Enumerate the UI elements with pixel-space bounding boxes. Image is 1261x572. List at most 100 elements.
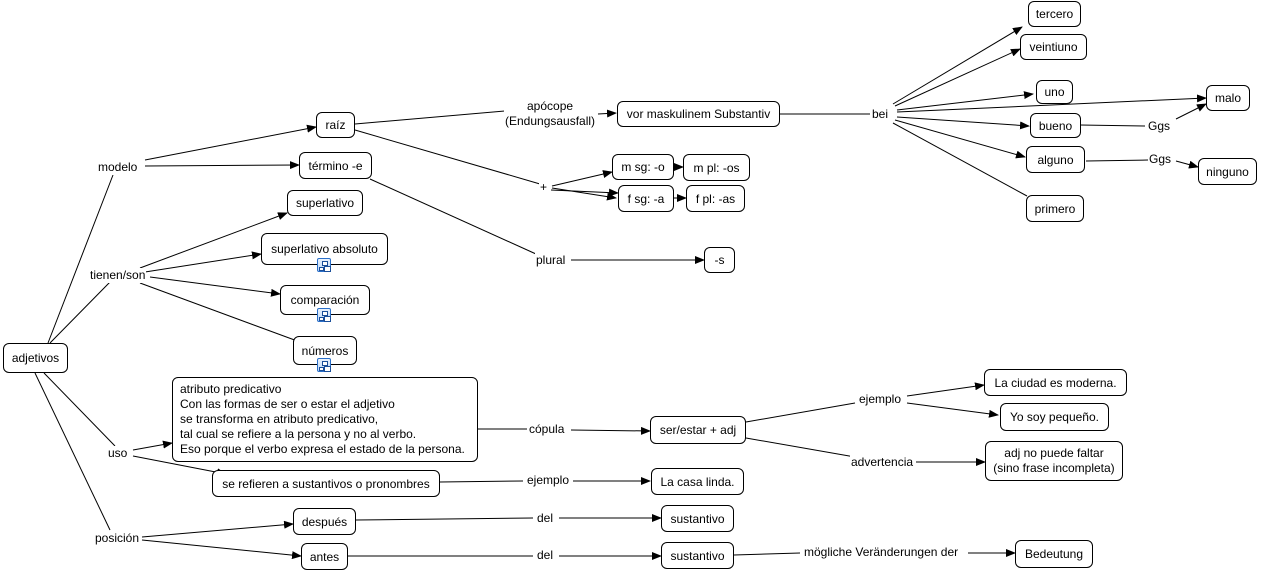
concept-alguno[interactable]: alguno <box>1026 146 1085 173</box>
edge <box>745 437 856 458</box>
edge <box>369 178 537 255</box>
edge <box>149 276 281 297</box>
concept-uno[interactable]: uno <box>1036 80 1073 104</box>
concept-atributo-predicativo[interactable]: atributo predicativo Con las formas de s… <box>172 377 478 462</box>
edge <box>144 161 300 170</box>
atributo-line: Con las formas de ser o estar el adjetiv… <box>180 397 395 411</box>
link-del-2[interactable]: del <box>536 548 555 563</box>
concept-raiz[interactable]: raíz <box>316 112 355 138</box>
apocope-line: (Endungsausfall) <box>505 114 596 128</box>
atributo-line: se transforma en atributo predicativo, <box>180 412 379 426</box>
link-ggs-2[interactable]: Ggs <box>1148 152 1173 167</box>
link-ggs-1[interactable]: Ggs <box>1147 119 1172 134</box>
submap-icon[interactable] <box>317 358 331 372</box>
link-ejemplo-2[interactable]: ejemplo <box>526 473 571 488</box>
link-bei[interactable]: bei <box>871 107 890 122</box>
concept-termino-e[interactable]: término -e <box>299 152 372 179</box>
concept-ser-estar-adj[interactable]: ser/estar + adj <box>650 416 746 444</box>
concept-adj-no-puede-faltar[interactable]: adj no puede faltar (sino frase incomple… <box>985 441 1123 481</box>
edge <box>354 129 541 185</box>
edge <box>43 372 116 447</box>
submap-icon[interactable] <box>317 258 331 272</box>
edge <box>892 122 1028 197</box>
edge <box>597 109 617 118</box>
concept-bedeutung[interactable]: Bedeutung <box>1015 540 1093 568</box>
edge <box>355 517 534 521</box>
concept-m-pl[interactable]: m pl: -os <box>683 154 750 181</box>
concept-veintiuno[interactable]: veintiuno <box>1020 34 1087 60</box>
edge <box>1085 159 1149 162</box>
concept-adjetivos[interactable]: adjetivos <box>3 343 68 373</box>
edge <box>1175 103 1207 120</box>
concept-s[interactable]: -s <box>704 247 735 273</box>
edge <box>1175 160 1199 169</box>
edge <box>896 91 1034 111</box>
link-apocope[interactable]: apócope (Endungsausfall) <box>504 99 597 129</box>
edge <box>896 116 1030 130</box>
edge <box>733 552 801 556</box>
edge <box>144 124 317 161</box>
concept-superlativo-absoluto[interactable]: superlativo absoluto <box>261 233 388 265</box>
concept-ninguno[interactable]: ninguno <box>1198 158 1257 185</box>
concept-bueno[interactable]: bueno <box>1030 113 1081 138</box>
edge <box>141 539 302 560</box>
atributo-line: atributo predicativo <box>180 382 282 396</box>
adj-no-line: (sino frase incompleta) <box>993 461 1115 475</box>
edge <box>139 212 288 269</box>
concept-superlativo[interactable]: superlativo <box>287 190 363 216</box>
edge <box>745 402 856 423</box>
concept-yo-soy[interactable]: Yo soy pequeño. <box>1000 403 1109 431</box>
atributo-line: tal cual se refiere a la persona y no al… <box>180 427 417 441</box>
edge <box>47 174 114 344</box>
link-uso[interactable]: uso <box>107 446 129 461</box>
edge <box>570 426 651 435</box>
link-tienen-son[interactable]: tienen/son <box>89 268 147 283</box>
concept-antes[interactable]: antes <box>301 543 348 570</box>
concept-m-sg[interactable]: m sg: -o <box>612 154 674 180</box>
link-plus[interactable]: + <box>539 180 549 195</box>
edge <box>1079 124 1146 127</box>
edge <box>896 94 1207 113</box>
concept-la-ciudad[interactable]: La ciudad es moderna. <box>984 369 1127 396</box>
concept-f-sg[interactable]: f sg: -a <box>618 185 674 212</box>
adj-no-line: adj no puede faltar <box>1004 446 1104 460</box>
submap-icon[interactable] <box>317 308 331 322</box>
link-mogliche[interactable]: mögliche Veränderungen der <box>803 545 960 560</box>
edge <box>894 119 1026 159</box>
concept-vor-maskulinem-substantiv[interactable]: vor maskulinem Substantiv <box>617 101 780 127</box>
edge <box>906 402 999 418</box>
concept-primero[interactable]: primero <box>1026 195 1084 222</box>
link-posicion[interactable]: posición <box>94 531 141 546</box>
concept-f-pl[interactable]: f pl: -as <box>686 185 745 212</box>
link-del-1[interactable]: del <box>536 511 555 526</box>
edge <box>34 372 111 531</box>
edge <box>550 188 619 197</box>
edge <box>439 480 524 483</box>
link-advertencia[interactable]: advertencia <box>850 455 915 470</box>
link-plural[interactable]: plural <box>535 253 567 268</box>
concept-malo[interactable]: malo <box>1206 85 1250 111</box>
edge <box>49 281 111 344</box>
concept-sustantivo-2[interactable]: sustantivo <box>661 542 734 569</box>
edge <box>551 170 613 187</box>
link-copula[interactable]: cópula <box>528 422 566 437</box>
edge <box>144 251 262 273</box>
concept-tercero[interactable]: tercero <box>1028 1 1081 27</box>
concept-se-refieren[interactable]: se refieren a sustantivos o pronombres <box>212 470 440 497</box>
concept-despues[interactable]: después <box>293 508 356 535</box>
edge <box>894 48 1021 107</box>
concept-sustantivo-1[interactable]: sustantivo <box>661 505 734 532</box>
edge <box>892 26 1023 105</box>
atributo-line: Eso porque el verbo expresa el estado de… <box>180 442 465 456</box>
link-modelo[interactable]: modelo <box>97 160 139 175</box>
link-ejemplo-1[interactable]: ejemplo <box>858 392 903 407</box>
edge <box>906 382 985 397</box>
edge <box>132 455 227 477</box>
apocope-line: apócope <box>527 99 574 113</box>
edge <box>354 109 517 125</box>
edge <box>132 440 173 451</box>
edge <box>551 187 617 201</box>
concept-la-casa-linda[interactable]: La casa linda. <box>651 468 744 495</box>
